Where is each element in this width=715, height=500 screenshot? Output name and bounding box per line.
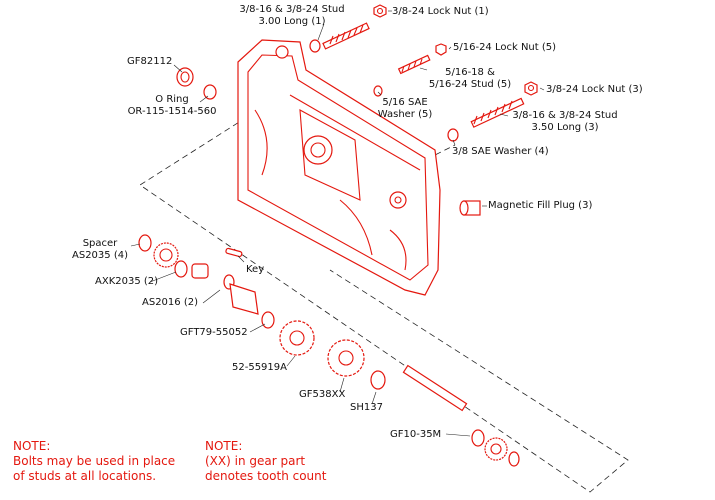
note-bolts: NOTE: Bolts may be used in place of stud… xyxy=(13,439,176,483)
gearbox-housing xyxy=(237,39,441,296)
lock-nut-3-label: 3/8-24 Lock Nut (3) xyxy=(546,84,643,95)
magnetic-fill-plug-label: Magnetic Fill Plug (3) xyxy=(488,200,593,211)
lock-nut-1-label: 3/8-24 Lock Nut (1) xyxy=(392,6,489,17)
sae-washer-4-label: 3/8 SAE Washer (4) xyxy=(452,146,549,157)
magnetic-fill-plug xyxy=(459,200,481,216)
gf538xx-label: GF538XX xyxy=(299,389,346,400)
axk2035-label: AXK2035 (2) xyxy=(95,276,159,287)
stud-5-16-assembly xyxy=(373,43,447,97)
key-label: Key xyxy=(246,264,265,275)
as2016-label: AS2016 (2) xyxy=(142,297,198,308)
gf82112-seal xyxy=(176,67,217,100)
gear-52-label: 52-55919A xyxy=(232,362,287,373)
key-part xyxy=(225,247,243,258)
input-shaft-stack xyxy=(138,234,520,467)
gf82112-label: GF82112 xyxy=(127,56,173,67)
sh137-label: SH137 xyxy=(350,402,383,413)
stud-3-00-assembly xyxy=(309,4,387,53)
gf10-label: GF10-35M xyxy=(390,429,442,440)
note-tooth-count: NOTE: (XX) in gear part denotes tooth co… xyxy=(205,439,327,483)
leader-lines xyxy=(130,10,545,437)
gft79-label: GFT79-55052 xyxy=(180,327,248,338)
stud-5-16-label: 5/16-18 &5/16-24 Stud (5) xyxy=(428,67,512,90)
lock-nut-5-label: 5/16-24 Lock Nut (5) xyxy=(453,42,557,53)
stud-3-50-assembly xyxy=(447,81,538,142)
